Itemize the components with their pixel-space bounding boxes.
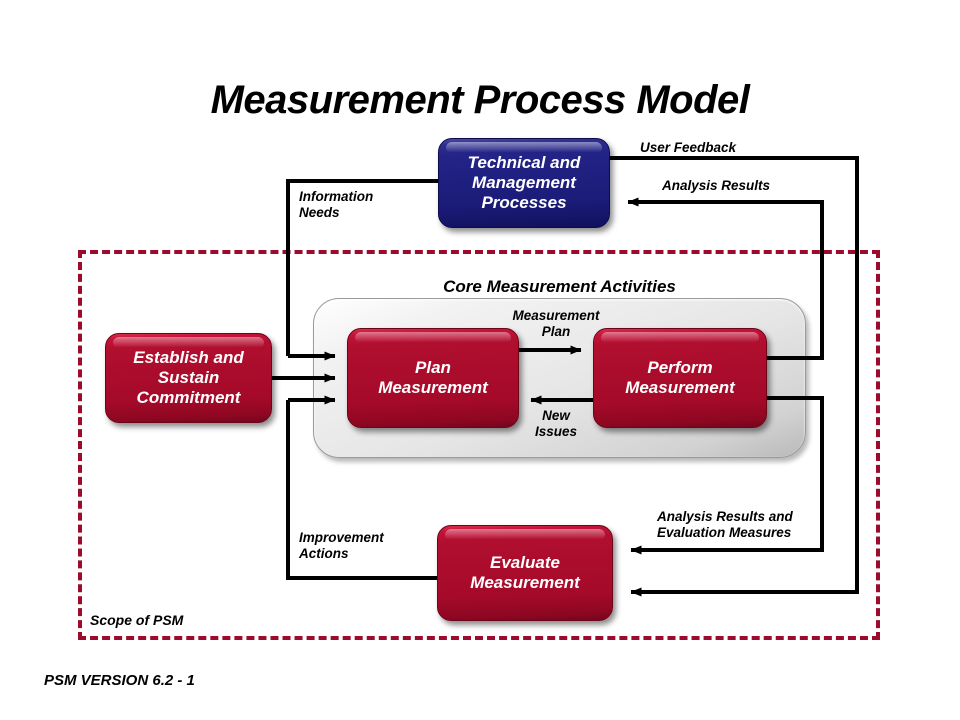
edge-label-measurement-plan: Measurement Plan: [512, 308, 600, 340]
wire-information-needs: [286, 179, 438, 356]
node-establish-and-sustain-commitment[interactable]: Establish and Sustain Commitment: [105, 333, 272, 423]
node-plan-label: Plan Measurement: [378, 357, 488, 397]
edge-label-information-needs: Information Needs: [299, 189, 374, 221]
scope-of-psm-boundary: [78, 250, 880, 640]
node-plan-measurement[interactable]: Plan Measurement: [347, 328, 519, 428]
edge-label-analysis-results: Analysis Results: [662, 178, 771, 193]
node-technical-label: Technical and Management Processes: [467, 152, 581, 213]
node-establish-label: Establish and Sustain Commitment: [133, 347, 244, 408]
wire-analysis-results: [627, 197, 824, 360]
edge-label-analysis-results-and-evaluation-measures: Analysis Results and Evaluation Measures: [657, 509, 793, 541]
node-perform-label: Perform Measurement: [625, 357, 735, 397]
wire-user-feedback: [610, 156, 859, 597]
node-evaluate-label: Evaluate Measurement: [470, 552, 580, 592]
scope-of-psm-label: Scope of PSM: [90, 612, 184, 628]
edge-label-improvement-actions: Improvement Actions: [299, 530, 384, 562]
node-technical-and-management-processes[interactable]: Technical and Management Processes: [438, 138, 610, 228]
page-title: Measurement Process Model: [210, 78, 750, 122]
edge-label-user-feedback: User Feedback: [640, 140, 737, 155]
node-perform-measurement[interactable]: Perform Measurement: [593, 328, 767, 428]
core-measurement-activities-title: Core Measurement Activities: [443, 277, 676, 296]
footer-version: PSM VERSION 6.2 - 1: [44, 672, 195, 689]
wire-analysis-results-and-evaluation-measures: [630, 396, 824, 555]
edge-label-new-issues: New Issues: [534, 408, 578, 440]
node-evaluate-measurement[interactable]: Evaluate Measurement: [437, 525, 613, 621]
wire-improvement-actions: [286, 400, 437, 580]
